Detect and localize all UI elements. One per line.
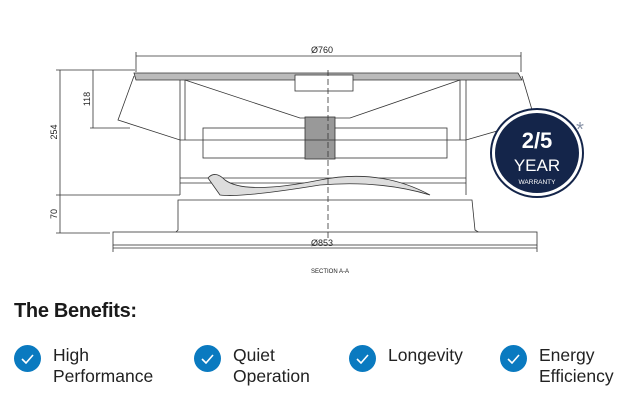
benefit-label: Efficiency: [539, 366, 614, 386]
badge-years: 2/5: [522, 128, 553, 153]
badge-warranty: WARRANTY: [519, 179, 557, 186]
check-circle-icon: [349, 345, 376, 372]
benefit-longevity: Longevity: [349, 345, 463, 372]
check-circle-icon: [194, 345, 221, 372]
benefit-label: Performance: [53, 366, 154, 386]
dim-bottom-label: Ø853: [311, 238, 333, 248]
benefit-label: Longevity: [388, 345, 463, 365]
badge-year: YEAR: [514, 156, 560, 175]
dim-254-label: 254: [49, 124, 59, 139]
warranty-badge: 2/5 YEAR WARRANTY: [490, 108, 584, 198]
check-circle-icon: [500, 345, 527, 372]
asterisk: *: [576, 119, 584, 141]
section-label: SECTION A-A: [311, 269, 349, 275]
dim-top-label: Ø760: [311, 45, 333, 55]
benefits-title: The Benefits:: [14, 300, 137, 322]
benefit-label: Operation: [233, 366, 310, 386]
fan-section-drawing: Ø760 Ø853 254 118 70 SECTION A-A 2/5 YEA…: [49, 45, 584, 275]
benefit-label: Energy: [539, 345, 595, 365]
check-circle-icon: [14, 345, 41, 372]
dim-118-label: 118: [82, 92, 92, 106]
benefit-label: Quiet: [233, 345, 275, 365]
dim-70-label: 70: [49, 209, 59, 219]
benefit-label: High: [53, 345, 89, 365]
